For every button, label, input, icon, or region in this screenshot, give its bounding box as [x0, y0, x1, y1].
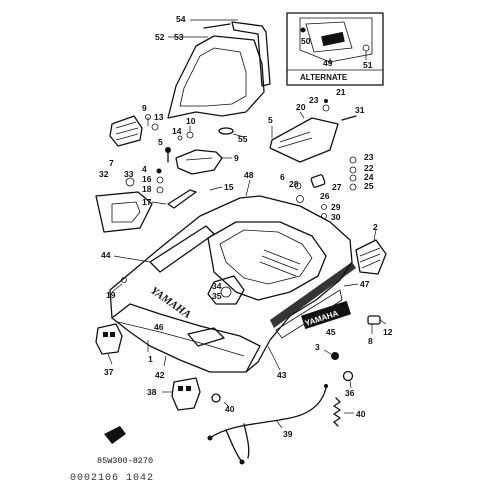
figure-code: 85W300-8270: [97, 456, 153, 466]
callout-43: 43: [277, 370, 287, 380]
lower-callouts: 1 42 43 3 36 40: [147, 340, 355, 414]
alternate-inset: 50 49 51 ALTERNATE: [286, 12, 384, 86]
wire-harness-39: 39: [207, 384, 328, 465]
callout-5: 5: [268, 115, 273, 125]
callout-21: 21: [336, 87, 346, 97]
callout-32: 32: [99, 169, 109, 179]
spring-40: 40: [333, 397, 366, 427]
callout-31: 31: [355, 105, 365, 115]
callout-30: 30: [331, 212, 341, 222]
bumper-brackets: 37 38: [95, 323, 201, 411]
callout-22: 22: [364, 163, 374, 173]
inset-callout: 51: [363, 60, 373, 70]
callout-42: 42: [155, 370, 165, 380]
callout-39: 39: [283, 429, 293, 439]
callout-34: 34: [212, 281, 222, 291]
callout-26: 26: [320, 191, 330, 201]
callout-10: 10: [186, 116, 196, 126]
callout-13: 13: [154, 112, 164, 122]
callout-1: 1: [148, 354, 153, 364]
callout-12: 12: [383, 327, 393, 337]
side-panel-32: 7 32 33: [95, 158, 153, 233]
part-2-grille: 2: [355, 222, 387, 275]
callout-47: 47: [360, 279, 370, 289]
callout-35: 35: [212, 291, 222, 301]
callout-9: 9: [142, 103, 147, 113]
callout-23b: 23: [364, 152, 374, 162]
callout-55: 55: [238, 134, 248, 144]
left-small-parts: 9 13 10 14 55 5: [109, 103, 248, 163]
callout-25: 25: [364, 181, 374, 191]
inset-callout: 50: [301, 36, 311, 46]
callout-7: 9: [234, 153, 239, 163]
inset-callout: 49: [323, 58, 333, 68]
right-top-parts: 20 23 21 31 5: [268, 87, 365, 163]
callout-40: 40: [356, 409, 366, 419]
callout-9b: 14: [172, 126, 182, 136]
right-side-fasteners: 47 12 8: [343, 279, 393, 346]
callout-44: 44: [101, 250, 111, 260]
part-7-visor: 9: [175, 149, 239, 175]
callout-16: 4: [142, 164, 147, 174]
callout-3: 3: [315, 342, 320, 352]
callout-23: 23: [309, 95, 319, 105]
bottom-code: 0002106 1042: [70, 473, 154, 484]
callout-20: 20: [296, 102, 306, 112]
callout-2: 2: [373, 222, 378, 232]
callout-24: 24: [364, 172, 374, 182]
callout-4: 7: [109, 158, 114, 168]
inset-title: ALTERNATE: [300, 73, 348, 82]
callout-11: 36: [345, 388, 355, 398]
windshield-assembly: 54 52 53: [155, 14, 271, 119]
callout-28: 28: [289, 179, 299, 189]
callout-46: 46: [154, 322, 164, 332]
callout-27: 27: [332, 182, 342, 192]
callout-6: 6: [280, 172, 285, 182]
callout-52: 52: [155, 32, 165, 42]
callout-45: 45: [326, 327, 336, 337]
right-fastener-stack: 23 22 24 25 6 28 26 27 29 30: [280, 152, 374, 222]
callout-18: 16: [142, 174, 152, 184]
fastener-stack-left: 4 16 18 17 15: [142, 164, 234, 209]
callout-8: 8: [368, 336, 373, 346]
callout-36: 38: [147, 387, 157, 397]
callout-14: 5: [158, 137, 163, 147]
callout-53: 53: [174, 32, 184, 42]
callout-29: 29: [331, 202, 341, 212]
left-front-parts: 44 19: [101, 250, 151, 300]
callout-19: 19: [106, 290, 116, 300]
callout-38: 40: [225, 404, 235, 414]
hood-brand-side: YAMAHA: [148, 285, 193, 321]
callout-41: 48: [244, 170, 254, 180]
callout-17: 18: [142, 184, 152, 194]
footer: 85W300-8270 0002106 1042: [70, 426, 154, 484]
callout-48: 15: [224, 182, 234, 192]
callout-33: 33: [124, 169, 134, 179]
callout-15: 17: [142, 197, 152, 207]
callout-37: 37: [104, 367, 114, 377]
callout-54: 54: [176, 14, 186, 24]
